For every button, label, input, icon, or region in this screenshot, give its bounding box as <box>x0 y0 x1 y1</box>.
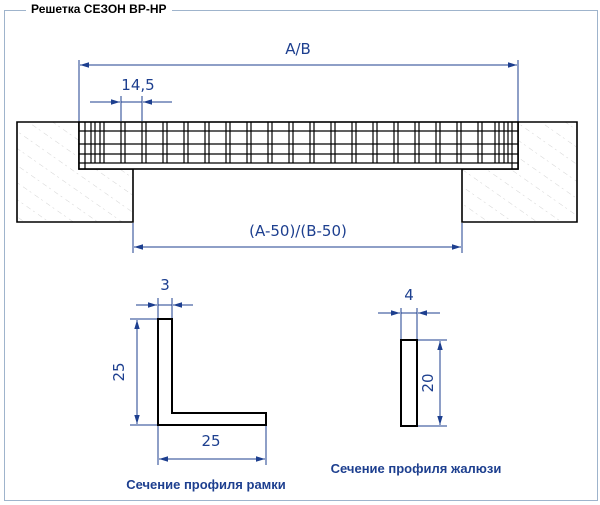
page-title: Решетка СЕЗОН ВР-НР <box>26 2 172 16</box>
dimension-blade-height-label: 20 <box>419 373 437 392</box>
dimension-overall-label: A/B <box>285 40 311 58</box>
blade-profile-section <box>400 339 418 427</box>
dimension-pitch-label: 14,5 <box>121 76 154 94</box>
grille <box>78 121 519 170</box>
wall-section <box>16 121 578 223</box>
dimension-blade-height <box>418 339 447 427</box>
dimension-frame-thickness <box>136 298 193 318</box>
frame-profile-caption: Сечение профиля рамки <box>126 477 286 492</box>
dimension-frame-height-label: 25 <box>110 362 128 381</box>
dimension-overall <box>78 60 519 121</box>
dimension-pitch <box>90 96 172 121</box>
dimension-frame-width-label: 25 <box>201 432 220 450</box>
drawing-frame <box>4 10 598 501</box>
dimension-blade-thickness <box>378 308 440 339</box>
dimension-frame-width <box>157 426 267 465</box>
frame-profile-section <box>157 318 267 426</box>
dimension-frame-height <box>130 318 157 426</box>
dimension-frame-thickness-label: 3 <box>160 276 170 294</box>
dimension-opening-label: (A-50)/(B-50) <box>249 222 347 240</box>
grille-blades <box>90 122 509 163</box>
grille-frame <box>78 121 519 170</box>
dimension-blade-thickness-label: 4 <box>404 286 414 304</box>
dimension-opening <box>132 223 463 253</box>
blade-profile-caption: Сечение профиля жалюзи <box>331 461 502 476</box>
